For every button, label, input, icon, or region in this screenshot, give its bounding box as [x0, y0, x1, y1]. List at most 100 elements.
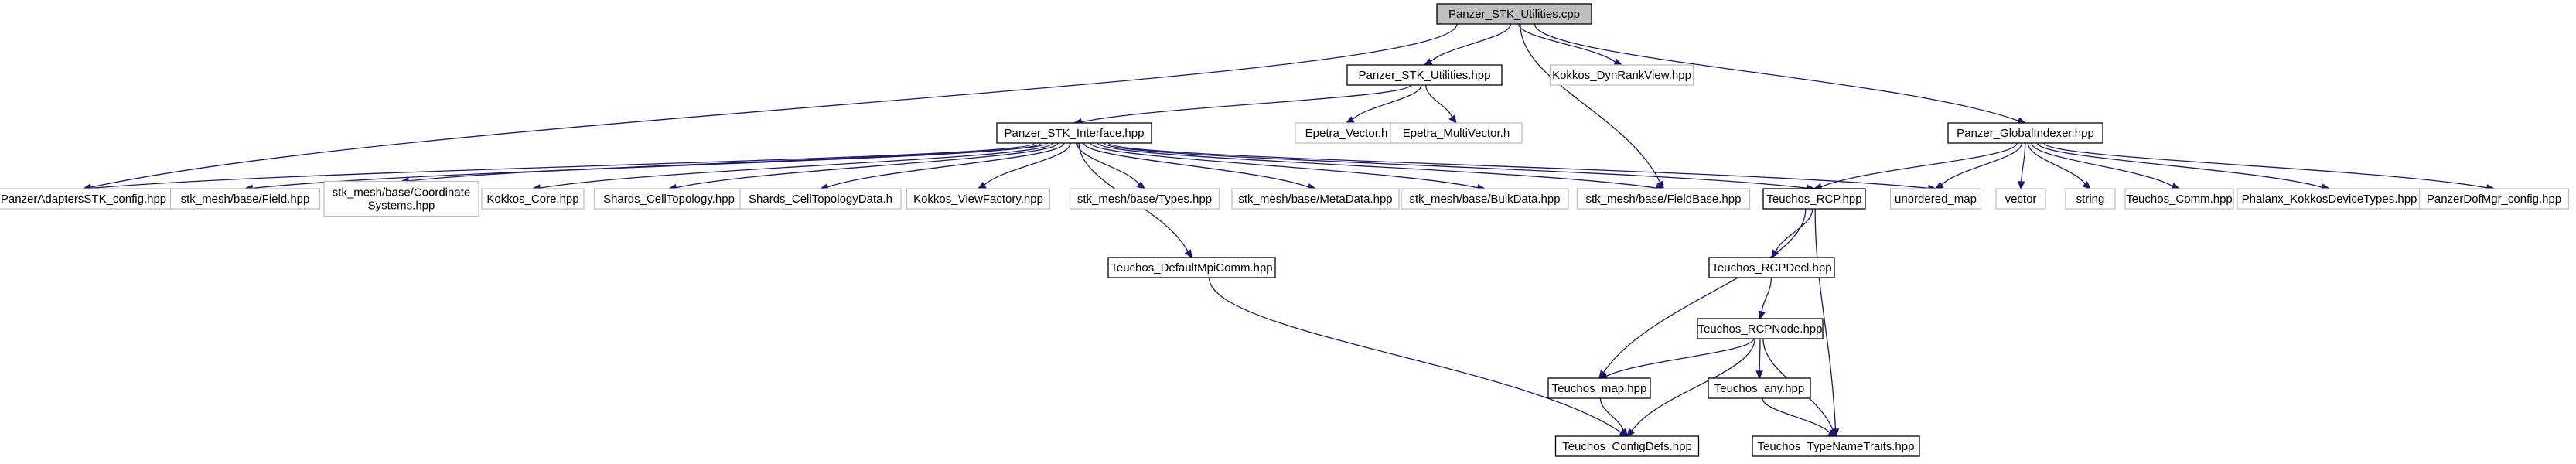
edge-gidx-to-tcomm — [2031, 142, 2181, 190]
node-box — [1708, 377, 1811, 399]
node-box — [1401, 188, 1569, 210]
edge-line — [827, 142, 1065, 188]
node-label: Teuchos_map.hpp — [1552, 382, 1647, 395]
node-label: PanzerAdaptersSTK_config.hpp — [1, 193, 166, 206]
edge-iface-to-types — [1076, 142, 1146, 190]
node-box — [1346, 64, 1503, 86]
edge-arrowhead — [1613, 58, 1623, 66]
node-label: stk_mesh/base/Types.hpp — [1077, 193, 1212, 206]
node-label: stk_mesh/base/FieldBase.hpp — [1586, 193, 1742, 206]
node-fbase: stk_mesh/base/FieldBase.hpp — [1576, 188, 1751, 210]
node-kcore: Kokkos_Core.hpp — [481, 188, 585, 210]
node-root[interactable]: Panzer_STK_Utilities.cpp — [1436, 3, 1592, 25]
node-box — [1762, 188, 1866, 210]
node-label: Teuchos_Comm.hpp — [2126, 193, 2233, 206]
edge-gidx-to-rcp — [1813, 142, 2018, 191]
node-label: Teuchos_DefaultMpiComm.hpp — [1111, 261, 1272, 275]
edge-line — [2043, 142, 2488, 189]
edge-arrowhead — [1758, 310, 1766, 320]
node-rcpdecl[interactable]: Teuchos_RCPDecl.hpp — [1708, 257, 1835, 278]
edge-mpicomm-to-cfgdefs — [1208, 277, 1629, 437]
node-utilhpp[interactable]: Panzer_STK_Utilities.hpp — [1346, 64, 1503, 86]
edge-line — [1208, 277, 1622, 433]
node-label: Shards_CellTopology.hpp — [603, 193, 735, 206]
edge-utilhpp-to-iface — [1073, 84, 1411, 126]
node-dynrank: Kokkos_DynRankView.hpp — [1549, 64, 1694, 86]
edge-line — [1759, 338, 1761, 372]
edge-line — [1107, 142, 1929, 189]
edge-line — [2037, 142, 2323, 188]
edge-arrowhead — [1345, 116, 1355, 124]
edge-tany-to-tnt — [1762, 397, 1837, 437]
edge-gidx-to-dofmgr — [2043, 142, 2496, 192]
node-types: stk_mesh/base/Types.hpp — [1069, 188, 1220, 210]
edge-arrowhead — [1619, 428, 1629, 437]
edge-arrowhead — [2018, 180, 2025, 190]
node-box — [1436, 3, 1592, 25]
node-box — [1554, 435, 1700, 457]
node-label: Epetra_Vector.h — [1305, 127, 1388, 140]
edge-rcpnode-to-cfgdefs — [1626, 338, 1755, 438]
edge-rcpdecl-to-rcpnode — [1758, 277, 1772, 320]
node-rcpnode[interactable]: Teuchos_RCPNode.hpp — [1697, 318, 1824, 339]
edge-arrowhead — [1423, 58, 1433, 66]
node-tmap[interactable]: Teuchos_map.hpp — [1547, 377, 1651, 399]
node-box — [1576, 188, 1751, 210]
node-celldata: Shards_CellTopologyData.h — [739, 188, 902, 210]
node-label: Teuchos_ConfigDefs.hpp — [1562, 440, 1692, 453]
node-dofmgr: PanzerDofMgr_config.hpp — [2418, 188, 2570, 210]
edge-line — [539, 142, 1053, 189]
node-box — [2237, 188, 2422, 210]
edge-line — [1814, 208, 1837, 430]
edge-arrowhead — [977, 181, 987, 189]
node-label: Teuchos_RCP.hpp — [1766, 193, 1861, 206]
node-box — [906, 188, 1051, 210]
node-gidx[interactable]: Panzer_GlobalIndexer.hpp — [1947, 122, 2103, 144]
node-label: Systems.hpp — [368, 200, 435, 213]
edge-line — [90, 142, 1036, 189]
node-viewfac: Kokkos_ViewFactory.hpp — [906, 188, 1051, 210]
node-cfgdefs[interactable]: Teuchos_ConfigDefs.hpp — [1554, 435, 1700, 457]
edge-line — [1762, 397, 1830, 434]
node-emvec: Epetra_MultiVector.h — [1390, 122, 1523, 144]
node-label: Teuchos_RCPDecl.hpp — [1711, 261, 1831, 275]
nodes-layer: Panzer_STK_Utilities.cppPanzer_STK_Utili… — [0, 3, 2570, 457]
node-tcomm: Teuchos_Comm.hpp — [2124, 188, 2234, 210]
node-label: Panzer_GlobalIndexer.hpp — [1957, 127, 2094, 140]
edge-line — [1941, 142, 2023, 186]
node-iface[interactable]: Panzer_STK_Interface.hpp — [996, 122, 1152, 144]
edge-arrowhead — [1184, 249, 1192, 259]
node-label: Phalanx_KokkosDeviceTypes.hpp — [2242, 193, 2417, 206]
edge-line — [1097, 142, 1657, 189]
node-label: vector — [2005, 193, 2037, 206]
edge-line — [1517, 23, 1616, 63]
node-label: PanzerDofMgr_config.hpp — [2427, 193, 2561, 206]
node-box — [0, 188, 174, 210]
node-rcp[interactable]: Teuchos_RCP.hpp — [1762, 188, 1866, 210]
edge-line — [1424, 84, 1453, 118]
node-mpicomm[interactable]: Teuchos_DefaultMpiComm.hpp — [1107, 257, 1276, 278]
node-box — [1947, 122, 2103, 144]
edge-line — [1080, 84, 1411, 123]
node-umap: unordered_map — [1889, 188, 1982, 210]
edge-line — [1761, 277, 1772, 312]
node-label: Panzer_STK_Utilities.cpp — [1448, 8, 1580, 21]
node-box — [1547, 377, 1651, 399]
node-tnt[interactable]: Teuchos_TypeNameTraits.hpp — [1752, 435, 1920, 457]
node-adapters: PanzerAdaptersSTK_config.hpp — [0, 188, 174, 210]
edge-line — [2021, 142, 2026, 183]
node-evec: Epetra_Vector.h — [1295, 122, 1398, 144]
node-label: Kokkos_ViewFactory.hpp — [913, 193, 1043, 206]
edge-line — [1352, 84, 1422, 121]
node-label: Kokkos_DynRankView.hpp — [1552, 69, 1691, 82]
node-label: stk_mesh/base/MetaData.hpp — [1238, 193, 1392, 206]
edge-iface-to-coord — [400, 142, 1048, 185]
node-label: Panzer_STK_Interface.hpp — [1005, 127, 1145, 140]
edge-line — [90, 23, 1458, 188]
node-box — [1752, 435, 1920, 457]
node-tany[interactable]: Teuchos_any.hpp — [1708, 377, 1811, 399]
edge-line — [2027, 142, 2086, 185]
edge-root-to-adapters — [82, 23, 1458, 191]
node-box — [996, 122, 1152, 144]
node-string: string — [2065, 188, 2116, 210]
